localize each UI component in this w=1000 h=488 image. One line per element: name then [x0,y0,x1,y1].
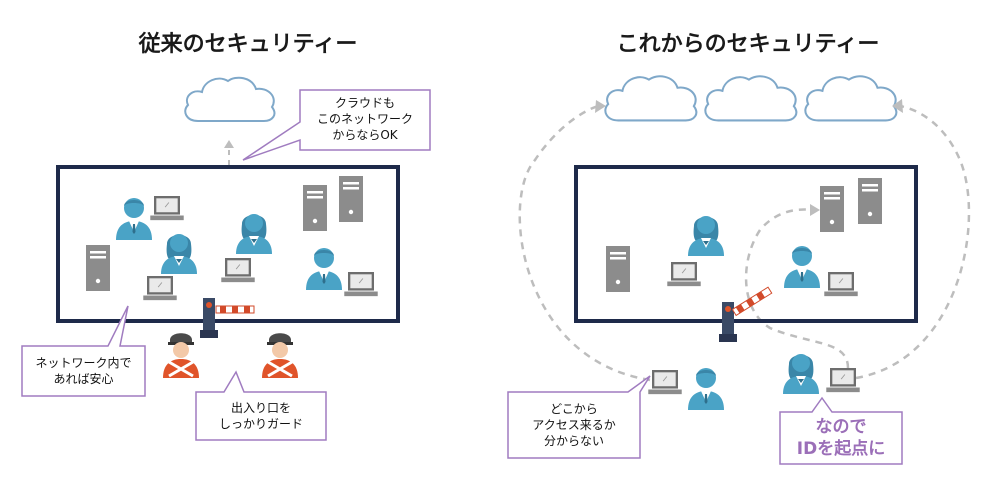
server-icon [86,245,110,291]
cloud-icon [704,75,798,122]
left-title: 従来のセキュリティー [138,32,358,57]
callout-cloud-ok: クラウドも このネットワーク からならOK [316,96,413,142]
server-icon [606,246,630,292]
person-icon [784,246,820,288]
callout-id-start: なので IDを起点に [796,417,886,459]
laptop-icon [667,262,701,287]
callout-unknown-access-box [507,375,651,459]
laptop-icon [824,272,858,297]
cloud-icon [184,76,276,123]
callout-inside-safe-box [21,305,146,397]
server-icon [339,176,363,222]
right-title: これからのセキュリティー [616,32,880,57]
callout-id-start-box [779,396,903,465]
server-icon [820,186,844,232]
laptop-icon [143,276,177,301]
callout-cloud-ok-box [242,89,431,161]
cloud-icon [604,75,698,122]
callout-gate-guard-box [195,370,327,441]
guard-icon [161,331,201,378]
guard-icon [260,331,300,378]
person-icon [688,216,724,256]
barrier-arm [731,286,773,317]
person-icon [688,368,724,410]
callout-unknown-access: どこから アクセス来るか 分からない [532,402,616,448]
callout-inside-safe: ネットワーク内で あれば安心 [35,356,132,386]
network-frame-right [574,165,918,323]
laptop-icon [344,272,378,297]
cloud-icon [804,75,898,122]
laptop-icon [648,370,682,395]
laptop-icon [221,258,255,283]
person-icon [783,354,819,394]
laptop-icon [150,196,184,221]
laptop-icon [826,368,860,393]
callout-gate-guard: 出入り口を しっかりガード [218,401,303,431]
barrier-arm [215,305,255,314]
server-icon [858,178,882,224]
server-icon [303,185,327,231]
